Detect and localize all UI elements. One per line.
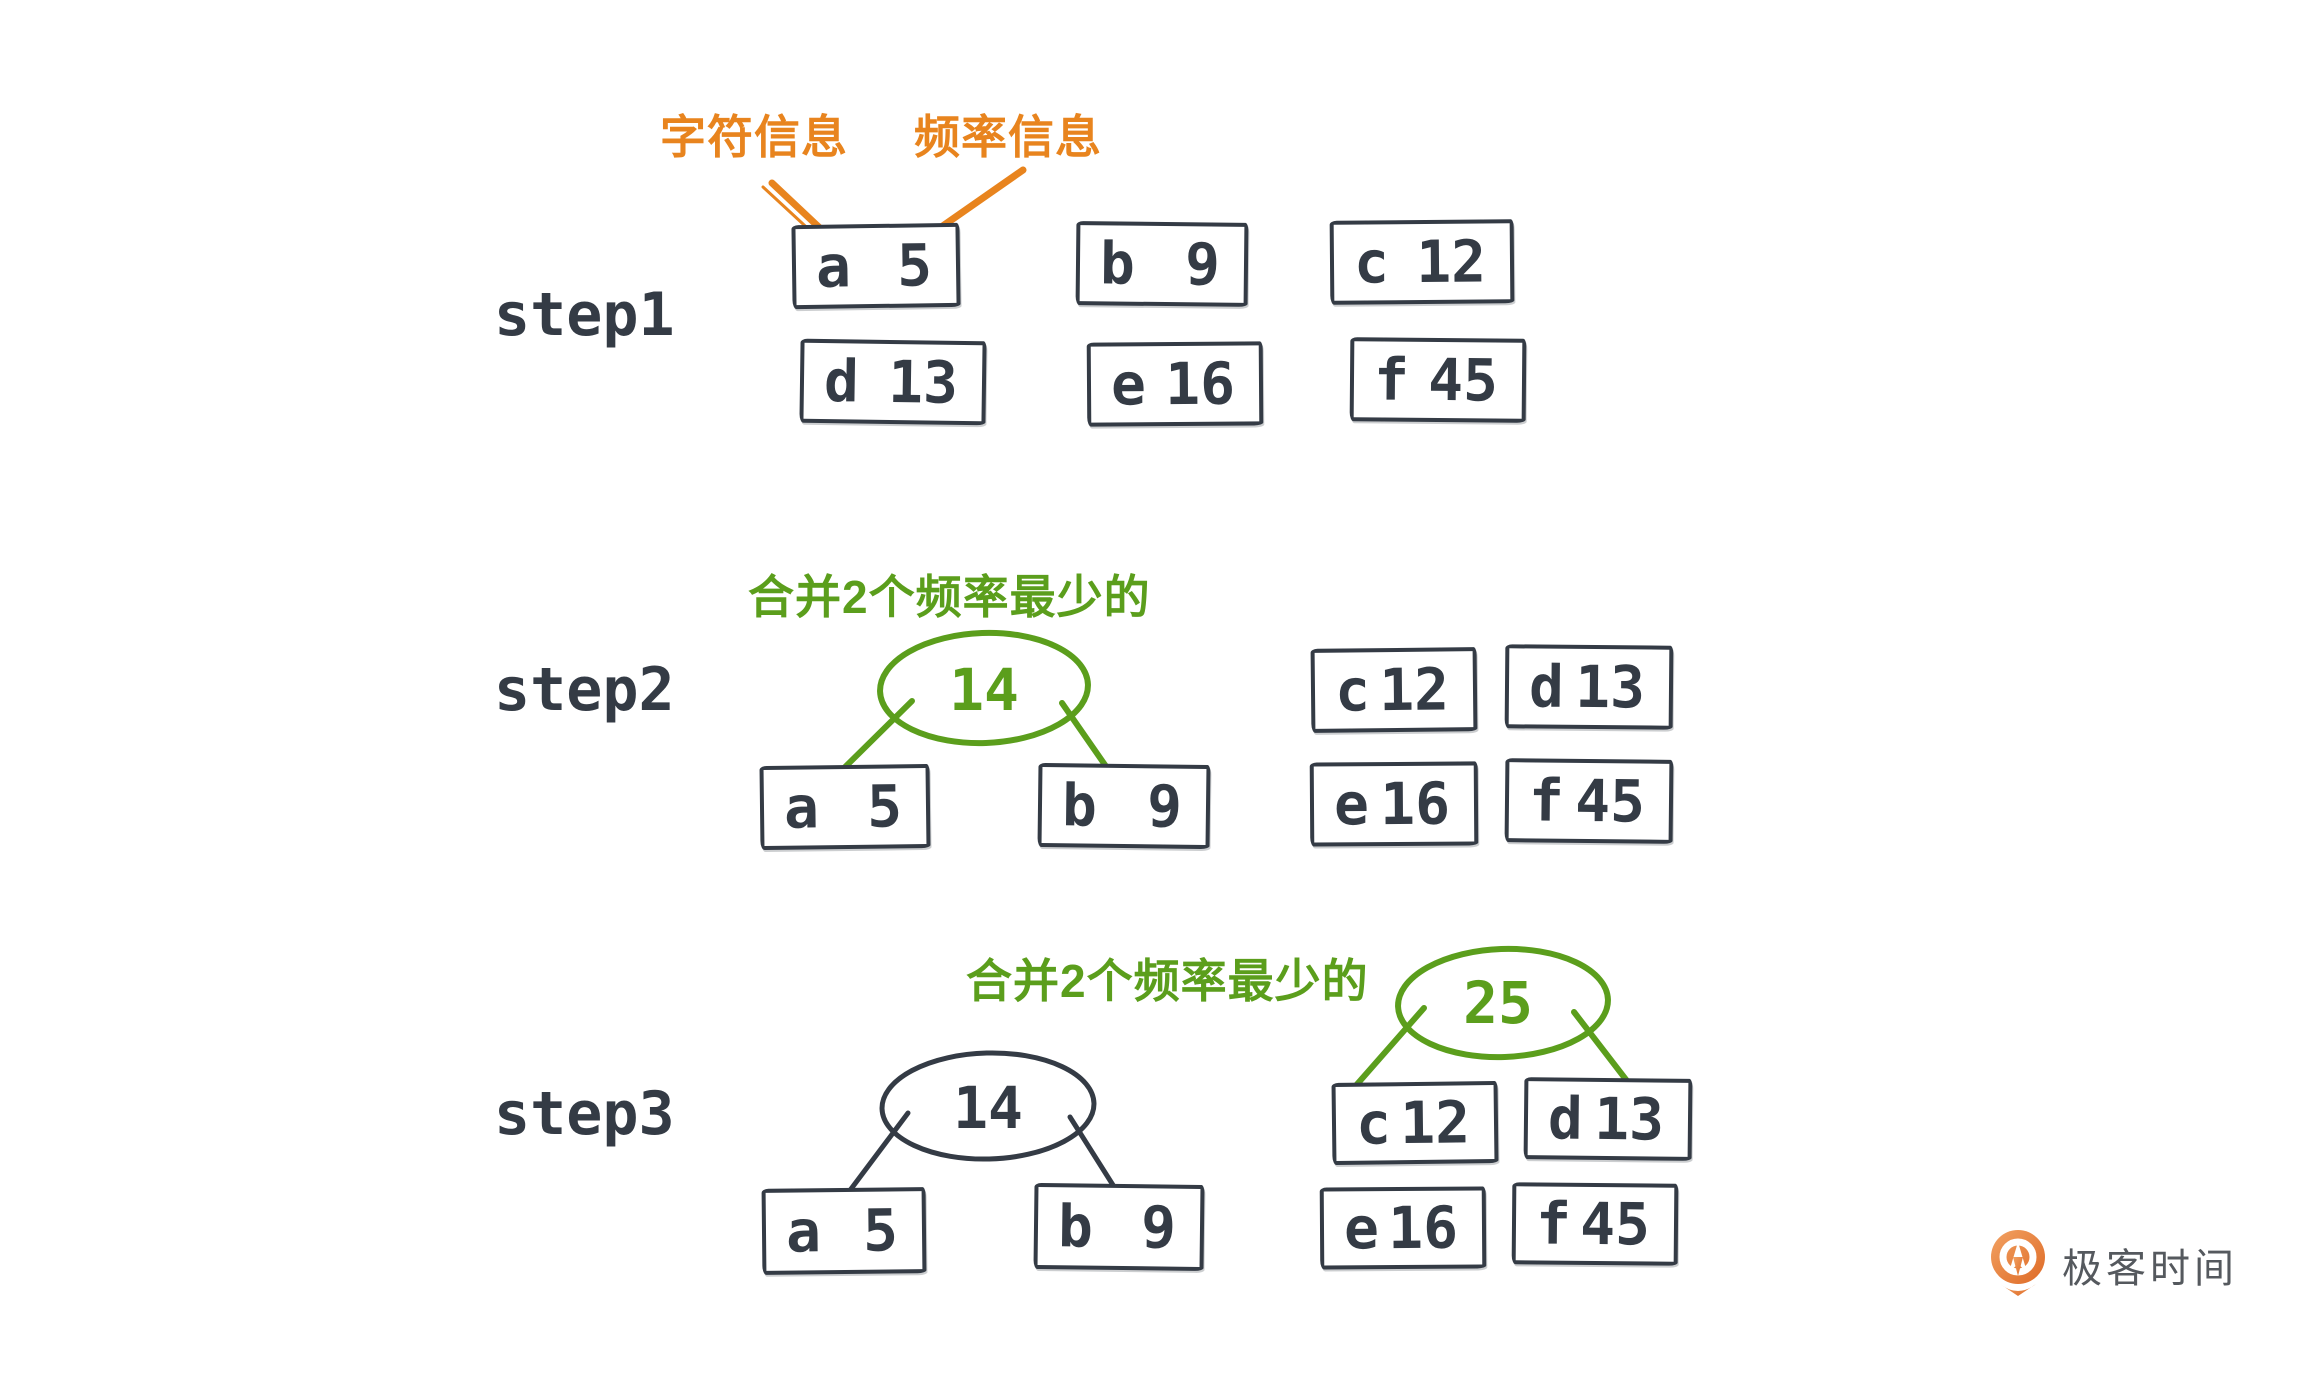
step3-node-d: d 13 [1523,1077,1693,1161]
node-freq: 9 [1146,772,1183,841]
step1-node-a: a 5 [791,222,961,310]
step2-node-f: f 45 [1504,758,1674,844]
node-char: a [783,773,820,842]
node-char: d [823,347,860,416]
step3-merge-annotation: 合并2个频率最少的 [966,955,1369,1007]
char-info-label: 字符信息 [660,111,848,163]
step1-node-d: d 13 [799,338,987,426]
freq-info-label: 频率信息 [914,111,1102,163]
node-freq: 5 [862,1196,899,1265]
node-freq: 45 [1579,1189,1651,1259]
node-char: f [1373,345,1410,414]
node-char: b [1099,229,1136,298]
step2-node-c: c 12 [1310,647,1478,733]
node-char: b [1061,771,1098,840]
node-char: c [1334,656,1371,725]
node-freq: 13 [1593,1084,1665,1154]
step2-label: step2 [494,655,675,725]
node-freq: 16 [1387,1193,1459,1263]
node-freq: 5 [896,231,933,300]
step2-node-b: b 9 [1037,762,1211,850]
node-char: f [1535,1189,1572,1258]
node-freq: 12 [1399,1088,1471,1158]
step3-node-f: f 45 [1511,1182,1679,1266]
node-char: e [1343,1194,1380,1263]
node-char: d [1547,1084,1584,1153]
node-char: a [785,1197,822,1266]
node-freq: 9 [1184,230,1221,299]
step3-merged-value: 25 [1463,969,1533,1037]
step3-merged-edge-right [1571,1009,1637,1093]
step3-node-e: e 16 [1319,1186,1487,1270]
node-char: a [815,232,852,301]
node-freq: 13 [887,347,959,417]
step3-label: step3 [494,1079,675,1149]
step3-tree-edge-right [1067,1114,1121,1196]
geektime-logo-icon [1991,1230,2045,1296]
node-char: e [1333,770,1370,839]
step2-merged-ellipse [877,629,1091,747]
step3-node-b: b 9 [1033,1182,1205,1272]
step3-tree-value: 14 [953,1074,1023,1142]
step3-tree-edge-left [842,1110,911,1200]
step2-edge-left [835,698,915,777]
node-freq: 12 [1378,655,1450,725]
geektime-logo: 极客时间 [1988,1228,2238,1302]
step3-node-c: c 12 [1331,1080,1499,1166]
step2-merged-value: 14 [949,656,1019,724]
node-freq: 13 [1574,652,1646,722]
node-char: c [1355,1089,1392,1158]
node-freq: 9 [1140,1193,1177,1262]
node-char: e [1110,350,1147,419]
step2-node-e: e 16 [1309,761,1479,847]
node-char: f [1528,766,1565,835]
step1-node-f: f 45 [1349,337,1527,423]
step1-node-e: e 16 [1086,341,1264,427]
node-freq: 5 [866,772,903,841]
step3-merged-ellipse [1395,945,1611,1061]
step1-label: step1 [494,280,675,350]
step2-node-a: a 5 [759,763,931,851]
step3-node-a: a 5 [761,1187,927,1275]
step3-merged-edge-left [1349,1005,1427,1093]
step2-node-d: d 13 [1504,644,1674,730]
geektime-logo-text: 极客时间 [2062,1247,2238,1291]
step3-tree-ellipse [879,1050,1097,1162]
node-freq: 45 [1574,766,1646,836]
node-freq: 45 [1427,345,1499,415]
node-freq: 16 [1164,349,1236,419]
node-char: c [1353,228,1390,297]
node-freq: 12 [1415,227,1487,297]
node-char: d [1528,652,1565,721]
step2-merge-annotation: 合并2个频率最少的 [748,571,1151,623]
node-char: b [1057,1192,1094,1261]
step1-node-c: c 12 [1329,219,1515,305]
node-freq: 16 [1379,769,1451,839]
step1-node-b: b 9 [1075,221,1249,307]
